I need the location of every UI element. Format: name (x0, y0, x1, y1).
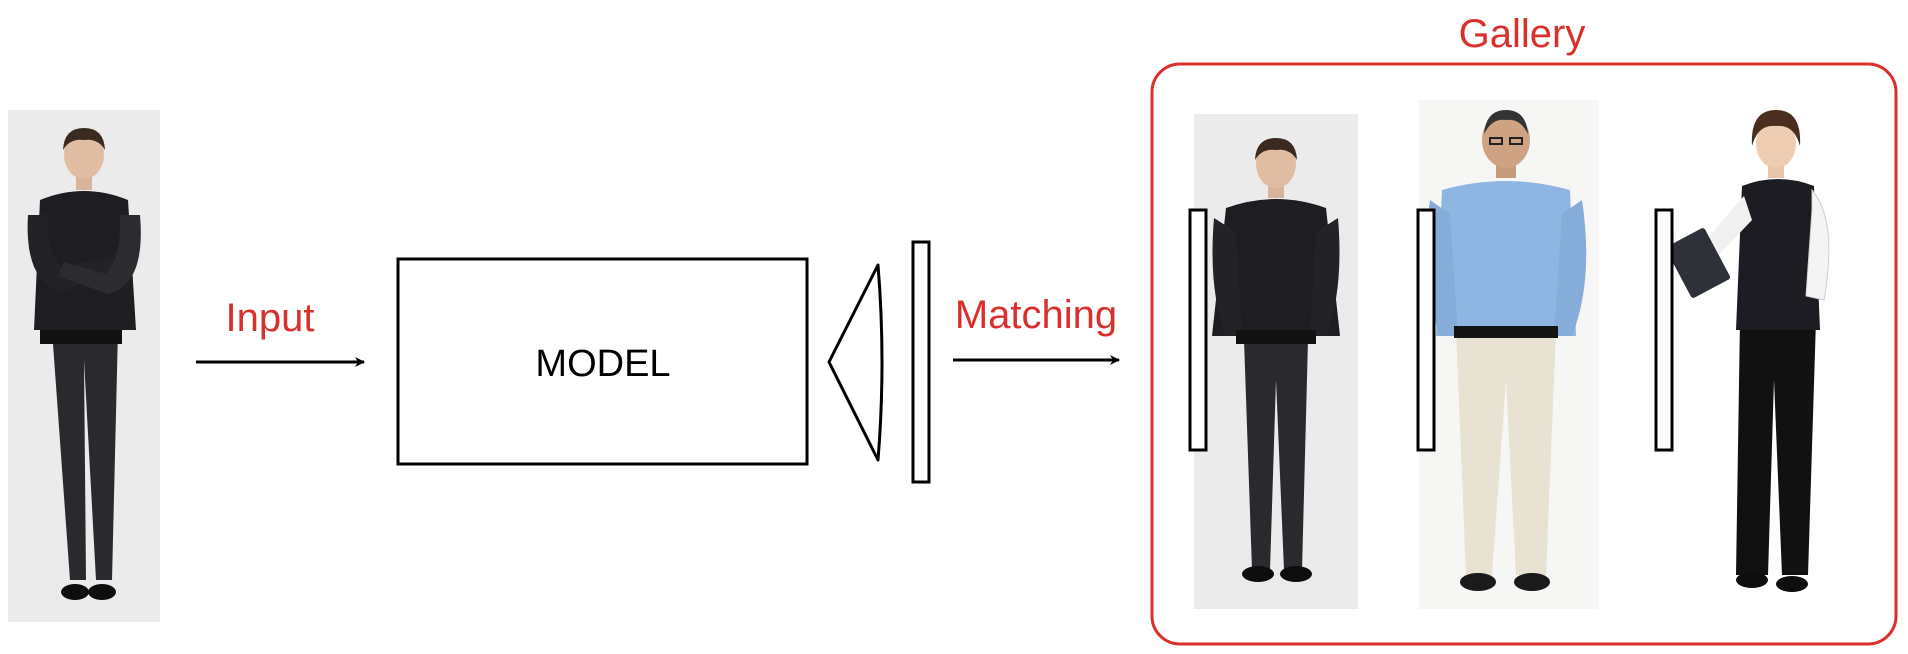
gallery-person-3-figure (1666, 110, 1830, 592)
matching-label: Matching (955, 293, 1117, 337)
gallery-feature-vector-2 (1416, 208, 1436, 452)
gallery-feature-vector-3 (1654, 208, 1674, 452)
gallery-item-3 (1654, 100, 1860, 609)
model-box (396, 257, 809, 466)
gallery-feature-vector-1 (1188, 208, 1208, 452)
query-person-figure (27, 128, 141, 600)
gallery-person-1-figure (1212, 138, 1340, 582)
query-photo (8, 110, 160, 622)
gallery-item-2 (1416, 100, 1599, 609)
gallery-item-1 (1188, 114, 1358, 609)
input-label: Input (226, 296, 315, 340)
gallery-title: Gallery (1459, 12, 1586, 56)
model-label: MODEL (535, 343, 670, 385)
query-feature-vector (911, 240, 931, 484)
gallery-frame (1150, 62, 1898, 646)
feature-cone (827, 263, 884, 462)
